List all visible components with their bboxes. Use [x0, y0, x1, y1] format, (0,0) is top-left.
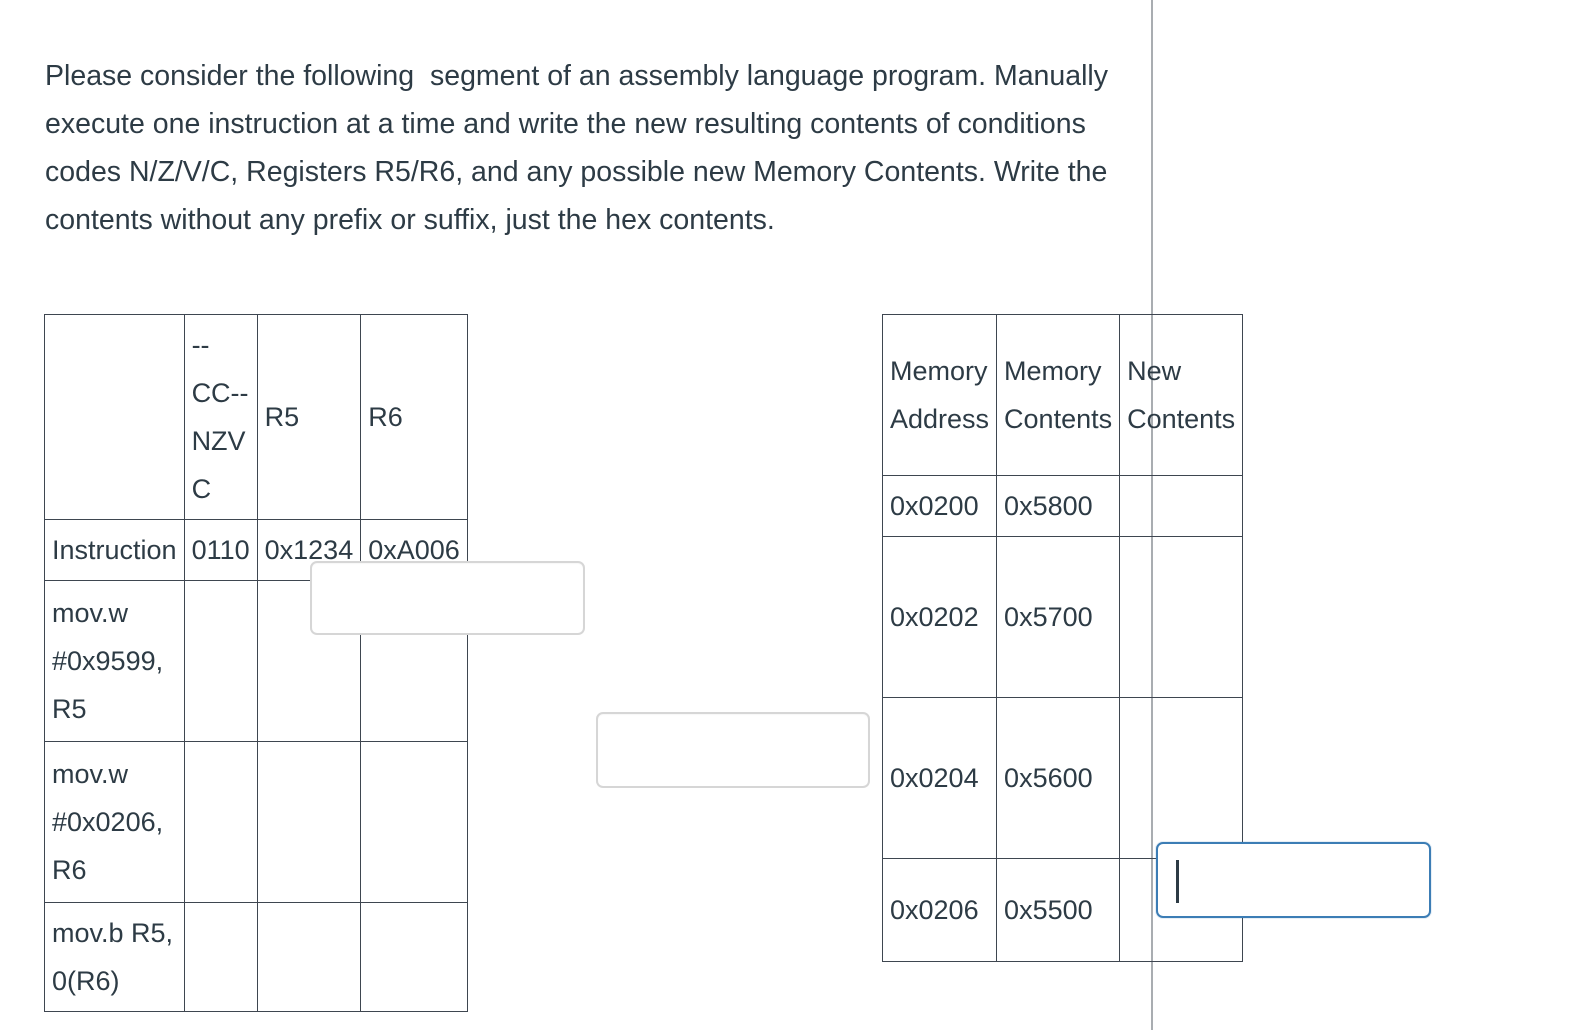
cell-cc	[183, 902, 258, 1012]
table-row: mov.b R5, 0(R6)	[44, 902, 468, 1012]
table-row: 0x0204 0x5600	[881, 697, 1244, 859]
header-memory-address: Memory Address	[881, 314, 998, 476]
cell-instruction: Instruction	[44, 519, 185, 581]
cell-r5	[256, 902, 362, 1012]
header-instruction	[44, 314, 185, 520]
table-header-row: Memory Address Memory Contents New Conte…	[881, 314, 1244, 476]
table-row: Instruction 0110 0x1234 0xA006	[44, 519, 468, 581]
new-contents-answer-input[interactable]	[1156, 842, 1431, 918]
cell-instruction: mov.b R5, 0(R6)	[44, 902, 185, 1012]
cell-r5	[256, 741, 362, 903]
r5-answer-input[interactable]	[310, 561, 585, 635]
table-row: 0x0202 0x5700	[881, 536, 1244, 698]
cell-instruction: mov.w #0x0206, R6	[44, 741, 185, 903]
header-r5: R5	[256, 314, 362, 520]
cell-cc	[183, 580, 258, 742]
header-r6: R6	[360, 314, 468, 520]
r6-answer-input[interactable]	[596, 712, 870, 788]
cell-memory-contents: 0x5600	[996, 697, 1121, 859]
cell-memory-contents: 0x5800	[996, 475, 1121, 537]
cell-memory-address: 0x0202	[881, 536, 998, 698]
cell-cc	[183, 741, 258, 903]
header-new-contents: New Contents	[1119, 314, 1244, 476]
header-memory-contents: Memory Contents	[996, 314, 1121, 476]
cell-cc: 0110	[183, 519, 258, 581]
table-header-row: --CC-- NZVC R5 R6	[44, 314, 468, 520]
memory-table: Memory Address Memory Contents New Conte…	[881, 314, 1244, 962]
header-condition-codes: --CC-- NZVC	[183, 314, 258, 520]
cell-r6	[360, 741, 468, 903]
cell-new-contents	[1119, 475, 1244, 537]
cell-memory-address: 0x0204	[881, 697, 998, 859]
table-row: 0x0200 0x5800	[881, 475, 1244, 537]
cell-memory-contents: 0x5500	[996, 858, 1121, 962]
cell-instruction: mov.w #0x9599, R5	[44, 580, 185, 742]
cell-new-contents	[1119, 536, 1244, 698]
cell-memory-address: 0x0206	[881, 858, 998, 962]
prompt-paragraph: Please consider the following segment of…	[45, 60, 1116, 236]
cell-memory-address: 0x0200	[881, 475, 998, 537]
text-cursor	[1176, 860, 1179, 903]
table-row: mov.w #0x0206, R6	[44, 741, 468, 903]
cell-new-contents	[1119, 697, 1244, 859]
instruction-register-table: --CC-- NZVC R5 R6 Instruction 0110 0x123…	[44, 314, 468, 1012]
cell-memory-contents: 0x5700	[996, 536, 1121, 698]
cell-r6	[360, 902, 468, 1012]
